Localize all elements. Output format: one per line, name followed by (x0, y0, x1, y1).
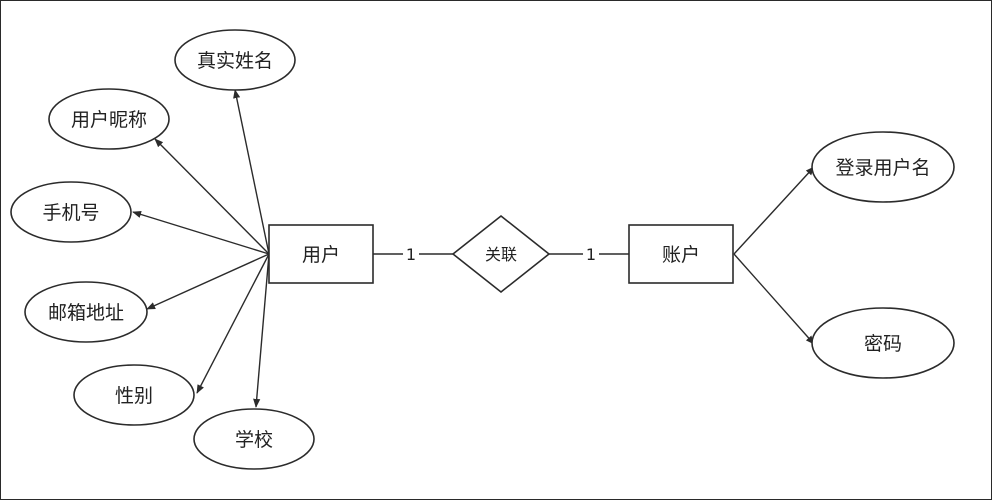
edge-user-school (253, 253, 270, 408)
cardinality-left: 1 (406, 245, 416, 264)
attribute-gender-label: 性别 (115, 385, 153, 407)
entity-account-label: 账户 (662, 244, 700, 266)
attribute-real-name[interactable] (174, 29, 296, 91)
attribute-password-label: 密码 (864, 333, 902, 355)
edge-user-gender (196, 253, 270, 394)
entity-account[interactable] (628, 224, 734, 284)
edge-user-email (146, 253, 270, 310)
edge-account-login-username (733, 166, 815, 255)
edge-user-nickname (154, 138, 270, 255)
attribute-gender[interactable] (73, 364, 195, 426)
cardinality-right: 1 (586, 245, 596, 264)
attribute-password[interactable] (811, 307, 955, 379)
attribute-login-username[interactable] (811, 131, 955, 203)
edge-user-phone (132, 210, 270, 255)
attribute-phone-label: 手机号 (42, 202, 99, 224)
entity-user-label: 用户 (302, 244, 340, 266)
attribute-school[interactable] (193, 408, 315, 470)
relationship-label: 关联 (485, 245, 517, 264)
attribute-real-name-label: 真实姓名 (197, 50, 273, 72)
attribute-nickname[interactable] (48, 88, 170, 150)
edge-user-real-name (233, 89, 270, 255)
attribute-email[interactable] (24, 281, 148, 343)
attribute-email-label: 邮箱地址 (48, 302, 124, 324)
attribute-login-username-label: 登录用户名 (835, 157, 930, 179)
edge-account-password (733, 253, 815, 345)
entity-user[interactable] (268, 224, 374, 284)
relationship-diamond[interactable] (451, 214, 551, 294)
attribute-phone[interactable] (10, 181, 132, 243)
attribute-nickname-label: 用户昵称 (71, 109, 147, 131)
attribute-school-label: 学校 (235, 429, 273, 451)
